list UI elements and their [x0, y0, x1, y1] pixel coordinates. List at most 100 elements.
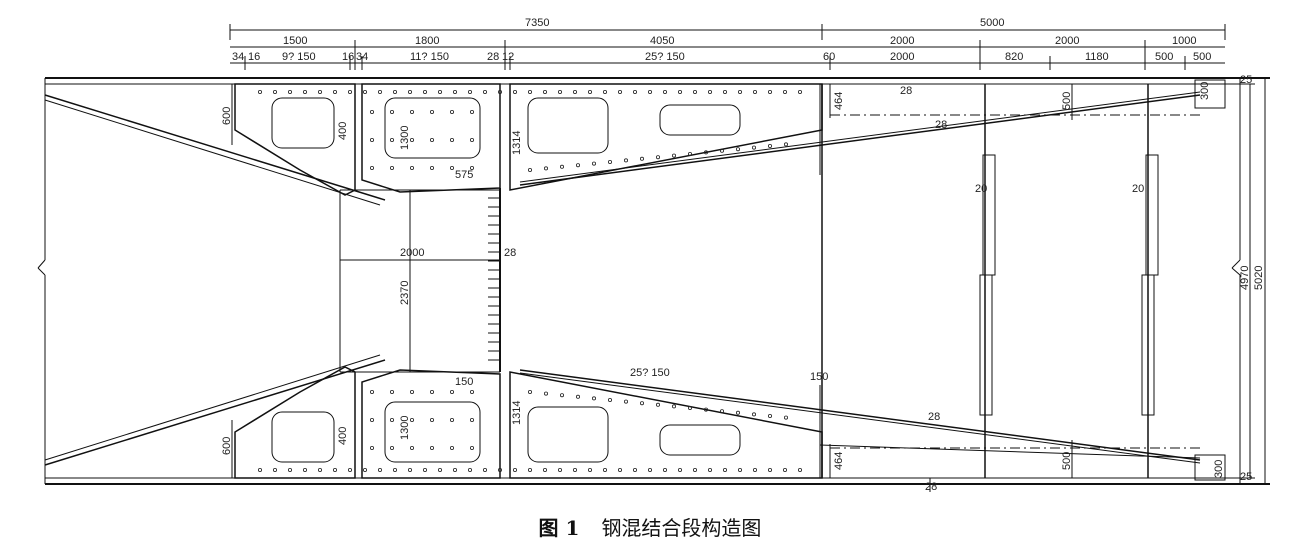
bolt [467, 90, 472, 95]
bolt [429, 389, 434, 394]
dim-1300-bot: 1300 [399, 416, 411, 440]
bolt [332, 90, 337, 95]
cutout-bot-2 [384, 401, 481, 463]
dim-820: 820 [1005, 51, 1023, 63]
bolt [640, 156, 645, 161]
bolt [558, 90, 563, 95]
dim-1800: 1800 [415, 35, 439, 47]
bolt [389, 389, 394, 394]
bolt [693, 90, 698, 95]
dim-400-top: 400 [337, 122, 349, 140]
bolt [469, 389, 474, 394]
dim-total-right: 5000 [980, 17, 1004, 29]
dim-464-top: 464 [833, 92, 845, 110]
dim-600-bot: 600 [221, 437, 233, 455]
bolt [513, 467, 518, 472]
dim-25-top: 25 [1240, 74, 1252, 86]
dim-rib-20-b: 20 [1132, 183, 1144, 195]
dim-500-top: 500 [1061, 92, 1073, 110]
bolt [389, 417, 394, 422]
bolt [678, 467, 683, 472]
bolt [576, 394, 581, 399]
bolt [272, 90, 277, 95]
figure-title: 钢混结合段构造图 [601, 516, 762, 540]
bolt [704, 150, 709, 155]
bolt [469, 110, 474, 115]
bolt [656, 155, 661, 160]
bolt [369, 417, 374, 422]
bolt [429, 110, 434, 115]
bolt [720, 409, 725, 414]
dim-16-a: 16 [248, 51, 260, 63]
bolt [449, 389, 454, 394]
bolt [723, 467, 728, 472]
bolt [449, 165, 454, 170]
bolt [560, 393, 565, 398]
bolt [798, 90, 803, 95]
bolt [624, 399, 629, 404]
cutout-top-1 [271, 97, 335, 149]
dim-150-bot: 150 [455, 376, 473, 388]
dim-4050: 4050 [650, 35, 674, 47]
dim-400-bot: 400 [337, 427, 349, 445]
bolt [688, 151, 693, 156]
bolt [588, 90, 593, 95]
bolt [347, 90, 352, 95]
bolt [736, 147, 741, 152]
bolt [648, 467, 653, 472]
bolt [317, 90, 322, 95]
bolt [768, 467, 773, 472]
bolt [369, 165, 374, 170]
dim-1180: 1180 [1085, 51, 1109, 63]
bolt [678, 90, 683, 95]
bolt [429, 445, 434, 450]
bolt [469, 417, 474, 422]
bolt [482, 467, 487, 472]
bolt [592, 161, 597, 166]
bolt [452, 90, 457, 95]
bolt [389, 165, 394, 170]
bolt [738, 90, 743, 95]
bolt [332, 467, 337, 472]
dim-spacing-1: 9? 150 [282, 51, 316, 63]
bolt [389, 110, 394, 115]
bolt [369, 445, 374, 450]
bolt [437, 90, 442, 95]
bolt [302, 467, 307, 472]
dim-28: 28 [487, 51, 499, 63]
bolt [704, 407, 709, 412]
dim-2000-b: 2000 [1055, 35, 1079, 47]
bolt [409, 165, 414, 170]
dim-12: 12 [502, 51, 514, 63]
bolt [752, 412, 757, 417]
dim-500-a: 500 [1155, 51, 1173, 63]
bolt [369, 137, 374, 142]
bolt [272, 467, 277, 472]
dim-500-bot: 500 [1061, 452, 1073, 470]
dim-34-b: 34 [356, 51, 368, 63]
stiffener-2b [1141, 274, 1155, 416]
dim-slope-28-top1: 28 [900, 85, 912, 97]
dim-bottom-spacing: 25? 150 [630, 367, 670, 379]
bolt [429, 137, 434, 142]
bolt [528, 467, 533, 472]
dim-575: 575 [455, 169, 473, 181]
dim-4970: 4970 [1239, 266, 1251, 290]
bolt [287, 90, 292, 95]
bolt [672, 153, 677, 158]
bolt [608, 159, 613, 164]
bolt [302, 90, 307, 95]
dim-2370: 2370 [399, 281, 411, 305]
dim-total-left: 7350 [525, 17, 549, 29]
bolt [736, 410, 741, 415]
dim-slope-28-bot2: 28 [925, 481, 937, 493]
bolt [723, 90, 728, 95]
dim-300-top: 300 [1199, 82, 1211, 100]
bolt [409, 445, 414, 450]
dim-1500: 1500 [283, 35, 307, 47]
stiffener-1b [979, 274, 993, 416]
bolt [720, 148, 725, 153]
bolt [618, 90, 623, 95]
dim-spacing-2: 11? 150 [410, 51, 449, 63]
bolt [624, 158, 629, 163]
